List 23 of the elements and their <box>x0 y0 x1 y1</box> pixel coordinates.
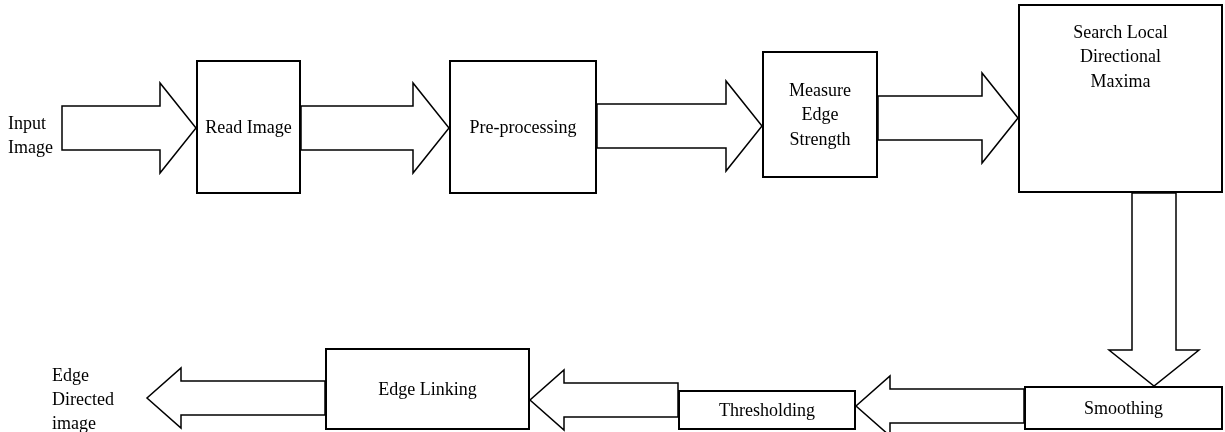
block-arrow <box>596 78 763 174</box>
process-box <box>196 60 301 194</box>
box-label: Read Image <box>205 115 292 139</box>
process-box <box>449 60 597 194</box>
block-arrow <box>61 80 197 176</box>
block-arrow <box>1106 192 1202 387</box>
input-label: Input Image <box>8 111 54 159</box>
process-box <box>1018 4 1223 193</box>
block-arrow <box>145 366 326 430</box>
process-box <box>678 390 856 430</box>
box-label: Edge Linking <box>378 377 477 401</box>
block-arrow <box>300 80 450 176</box>
block-arrow <box>528 368 679 432</box>
box-label: Thresholding <box>719 398 815 422</box>
box-label: Smoothing <box>1084 396 1163 420</box>
block-arrow <box>877 70 1019 166</box>
block-arrow <box>854 374 1025 432</box>
process-box <box>325 348 530 430</box>
process-box <box>762 51 878 178</box>
box-label: Measure Edge Strength <box>788 79 852 151</box>
process-box <box>1024 386 1223 430</box>
box-label: Pre-processing <box>469 115 577 139</box>
box-label: Search Local Directional Maxima <box>1072 21 1169 93</box>
